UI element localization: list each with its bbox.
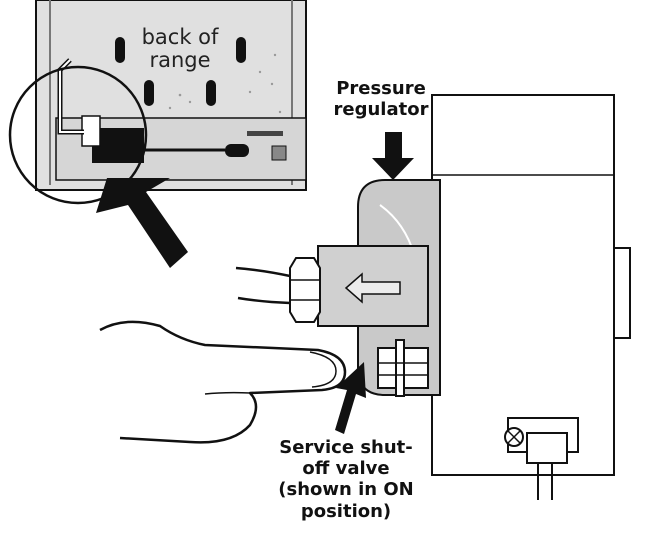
pressure-regulator-label-line: regulator [333,99,429,121]
shutoff-valve-label-line: Service shut- [279,437,413,458]
panel-slot [236,37,246,63]
panel-slot [115,37,125,63]
range-inset [8,0,307,205]
inset-pointer-arrow [96,178,188,268]
panel-slot [144,80,154,106]
pressure-regulator-label-line: Pressure [336,78,426,99]
inset-label-line: range [149,48,211,73]
hand-illustration [99,320,347,444]
shutoff-valve-label-line: off valve [302,458,390,480]
shutoff-valve-arrow [335,362,366,434]
valve-lever [395,339,405,397]
inset-inlet [225,144,249,157]
inset-valve [81,115,101,147]
shutoff-valve-label-line: (shown in ON [278,479,414,501]
shutoff-valve-label: Service shut- off valve (shown in ON pos… [246,437,446,522]
bottom-nut [526,432,568,464]
inset-label-line: back of [141,25,219,49]
pressure-regulator-arrow [372,132,414,180]
inset-connector [271,145,287,161]
magnifier-circle [8,65,148,205]
pressure-regulator-label: Pressure regulator [318,78,444,120]
gas-line [235,266,291,278]
shutoff-valve-label-line: position) [300,500,392,522]
inset-bracket [247,131,283,136]
flow-direction-arrow [344,272,401,304]
inset-label: back of range [130,25,230,73]
gas-line [237,296,291,305]
hex-nut [289,257,321,323]
panel-slot [206,80,216,106]
inset-flex-pipe-inner [59,59,84,133]
regulator-assembly [235,94,631,500]
fingernail [309,351,337,388]
range-back-box [431,94,615,476]
